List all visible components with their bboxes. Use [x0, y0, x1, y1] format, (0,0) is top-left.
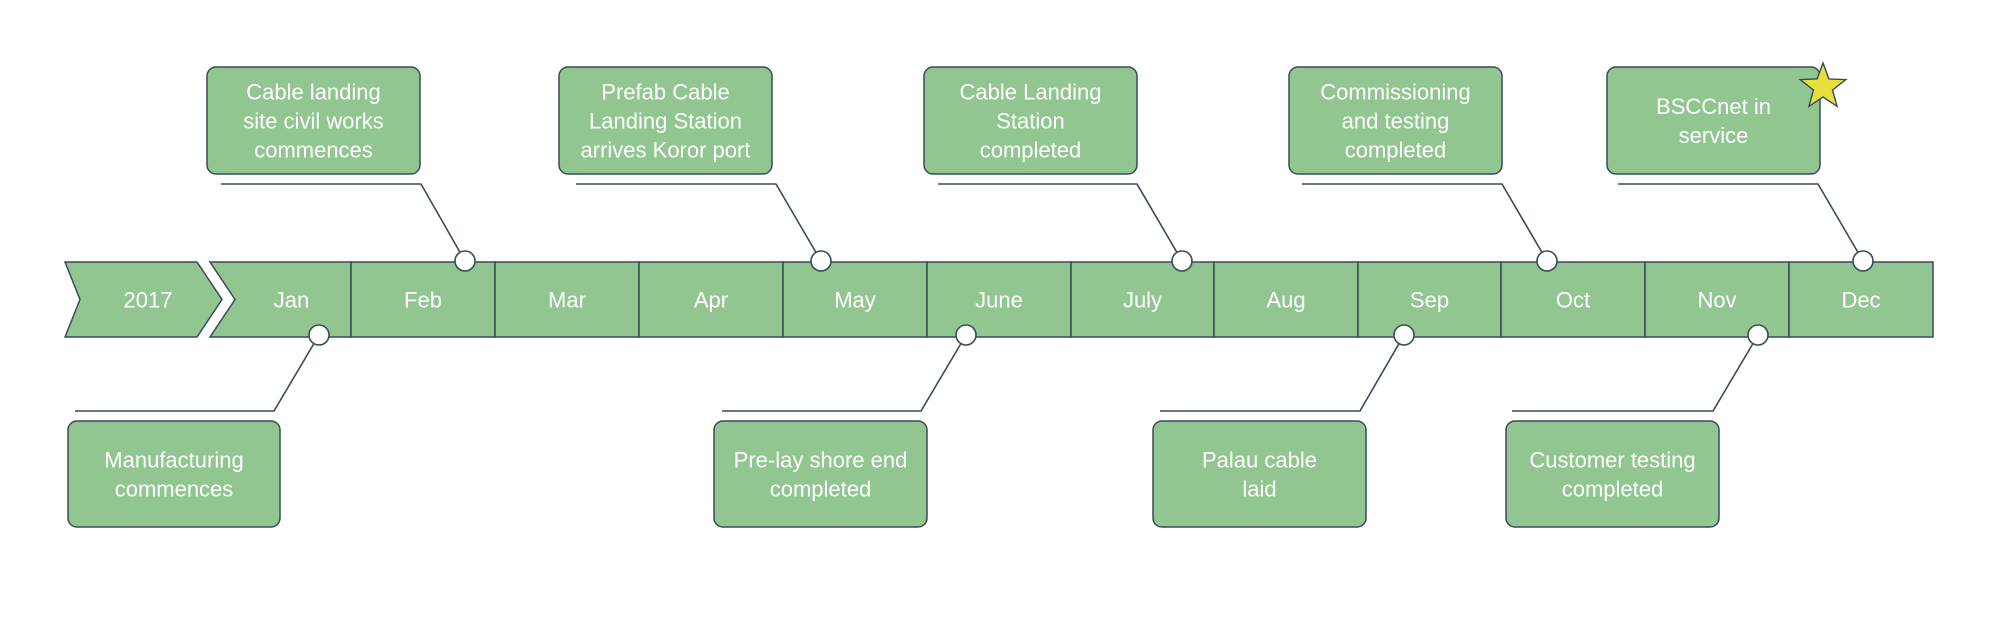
milestone-box — [1606, 66, 1821, 175]
milestone-text-line: Customer testing — [1529, 448, 1695, 473]
month-segment-dec — [1788, 261, 1934, 338]
month-label-apr: Apr — [694, 288, 728, 313]
timeline-band: 2017 Jan Feb Mar Apr May June July Aug Sep Oct Nov D… — [63, 261, 1934, 338]
milestone-palau-cable: Palau cable laid — [1152, 420, 1367, 528]
milestone-marker-pre-lay-shore — [955, 324, 977, 346]
milestone-text-line: Cable landing — [246, 80, 381, 105]
milestone-text-line: Palau cable — [1202, 448, 1317, 473]
milestone-marker-palau-cable — [1393, 324, 1415, 346]
milestone-marker-manufacturing — [308, 324, 330, 346]
milestone-manufacturing: Manufacturing commences — [67, 420, 281, 528]
milestone-text-line: laid — [1242, 477, 1276, 502]
milestone-in-service: BSCCnet in service — [1606, 60, 1848, 175]
milestone-box — [923, 66, 1138, 175]
milestone-boxes: Manufacturing commences Cable landing site … — [67, 60, 1848, 528]
milestone-box — [1152, 420, 1367, 528]
month-label-sep: Sep — [1410, 288, 1449, 313]
month-label-may: May — [834, 288, 876, 313]
year-chevron — [63, 261, 223, 338]
connector-pre-lay-shore — [722, 334, 967, 412]
milestone-box — [713, 420, 928, 528]
month-label-mar: Mar — [548, 288, 586, 313]
milestone-text-line: and testing — [1342, 109, 1450, 134]
milestone-marker-prefab-station — [810, 250, 832, 272]
milestone-marker-civil-works — [454, 250, 476, 272]
milestone-box — [206, 66, 421, 175]
connector-in-service — [1618, 183, 1864, 262]
connector-commissioning — [1302, 183, 1548, 262]
milestone-text-line: arrives Koror port — [581, 138, 751, 163]
month-label-dec: Dec — [1841, 288, 1880, 313]
milestone-text-line: commences — [115, 477, 234, 502]
milestone-civil-works: Cable landing site civil works commences — [206, 66, 421, 175]
milestone-text-line: completed — [770, 477, 872, 502]
milestone-commissioning: Commissioning and testing completed — [1288, 66, 1503, 175]
month-segment-jan — [208, 261, 352, 338]
milestone-text-line: site civil works — [243, 109, 384, 134]
milestone-customer-testing: Customer testing completed — [1505, 420, 1720, 528]
milestone-text-line: completed — [1345, 138, 1447, 163]
milestone-connectors — [75, 183, 1874, 412]
milestone-text-line: completed — [1562, 477, 1664, 502]
milestone-text-line: commences — [254, 138, 373, 163]
connector-manufacturing — [75, 334, 320, 412]
milestone-text-line: BSCCnet in — [1656, 94, 1771, 119]
connector-station-completed — [938, 183, 1183, 262]
milestone-box — [1288, 66, 1503, 175]
milestone-pre-lay-shore: Pre-lay shore end completed — [713, 420, 928, 528]
milestone-text-line: Prefab Cable — [601, 80, 729, 105]
milestone-text-line: completed — [980, 138, 1082, 163]
milestone-marker-customer-testing — [1747, 324, 1769, 346]
connector-customer-testing — [1512, 334, 1759, 412]
connector-palau-cable — [1160, 334, 1405, 412]
month-label-jan: Jan — [274, 288, 309, 313]
month-label-feb: Feb — [404, 288, 442, 313]
milestone-marker-in-service — [1852, 250, 1874, 272]
month-label-nov: Nov — [1697, 288, 1736, 313]
milestone-text-line: Cable Landing — [960, 80, 1102, 105]
month-label-june: June — [975, 288, 1023, 313]
star-icon — [1798, 60, 1848, 109]
milestone-text-line: Manufacturing — [104, 448, 243, 473]
connector-prefab-station — [576, 183, 822, 262]
milestone-text-line: Station — [996, 109, 1065, 134]
milestone-box — [558, 66, 773, 175]
milestone-box — [1505, 420, 1720, 528]
milestone-text-line: Landing Station — [589, 109, 742, 134]
month-label-july: July — [1123, 288, 1162, 313]
milestone-marker-station-completed — [1171, 250, 1193, 272]
year-label: 2017 — [124, 288, 173, 313]
milestone-text-line: Pre-lay shore end — [734, 448, 908, 473]
connector-civil-works — [221, 183, 466, 262]
milestone-text-line: Commissioning — [1320, 80, 1470, 105]
month-label-oct: Oct — [1556, 288, 1590, 313]
milestone-marker-commissioning — [1536, 250, 1558, 272]
milestone-text-line: service — [1679, 123, 1749, 148]
month-label-aug: Aug — [1266, 288, 1305, 313]
milestone-box — [67, 420, 281, 528]
